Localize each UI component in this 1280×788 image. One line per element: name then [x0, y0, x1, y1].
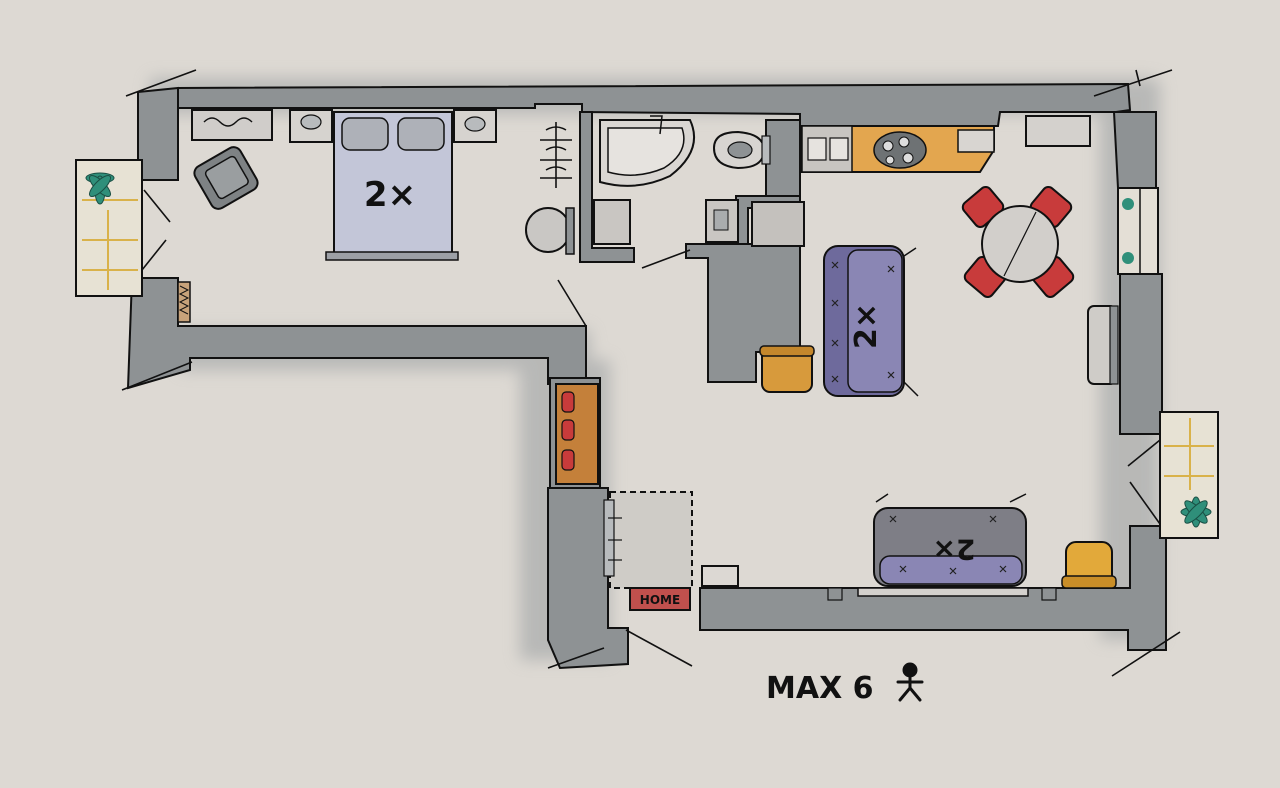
stove-icon [873, 131, 927, 169]
sink-icon [705, 199, 739, 243]
armchair-living [1061, 541, 1117, 589]
sofa: 2× [873, 493, 1027, 587]
wall-break-marks [121, 69, 1181, 677]
balcony-left [75, 159, 143, 297]
bathtub-icon [599, 115, 695, 187]
doormat: HOME [629, 587, 691, 611]
dresser [191, 109, 273, 141]
fridge [1025, 115, 1091, 147]
max-occupancy-label: MAX 6 [766, 671, 874, 706]
kitchen-counter [801, 125, 995, 173]
stool [759, 345, 815, 393]
bed-capacity-label: 2× [364, 175, 416, 215]
doormat-text: HOME [640, 593, 680, 607]
double-bed: 2× [325, 111, 459, 261]
sofa-bed-capacity-label: 2× [849, 303, 884, 349]
toilet-icon [712, 130, 771, 170]
max-occupancy: MAX 6 [766, 662, 924, 706]
plant-icon [1180, 496, 1212, 528]
armchair-bedroom [193, 146, 259, 210]
dining-set [961, 186, 1075, 298]
radiator-bedroom [177, 281, 191, 323]
shower-tray [751, 201, 805, 247]
side-cabinet-right [1087, 305, 1119, 385]
nightstand-left [289, 109, 333, 143]
small-box-entry [701, 565, 739, 587]
wardrobe-entry [603, 491, 693, 589]
kitchen-sink [807, 137, 849, 161]
door-swings [141, 189, 1161, 667]
balcony-right [1159, 411, 1219, 539]
round-table-small [525, 207, 575, 255]
person-icon [896, 662, 924, 702]
window-right [1117, 187, 1159, 275]
sofa-capacity-label: 2× [933, 533, 976, 566]
sofa-bed: 2× [823, 245, 919, 397]
shoe-cabinet [555, 383, 599, 485]
tv-stand [827, 587, 1057, 601]
nightstand-right [453, 109, 497, 143]
coat-rack [540, 122, 572, 188]
washbasin-bathroom [593, 199, 631, 245]
plant-icon [85, 172, 115, 205]
